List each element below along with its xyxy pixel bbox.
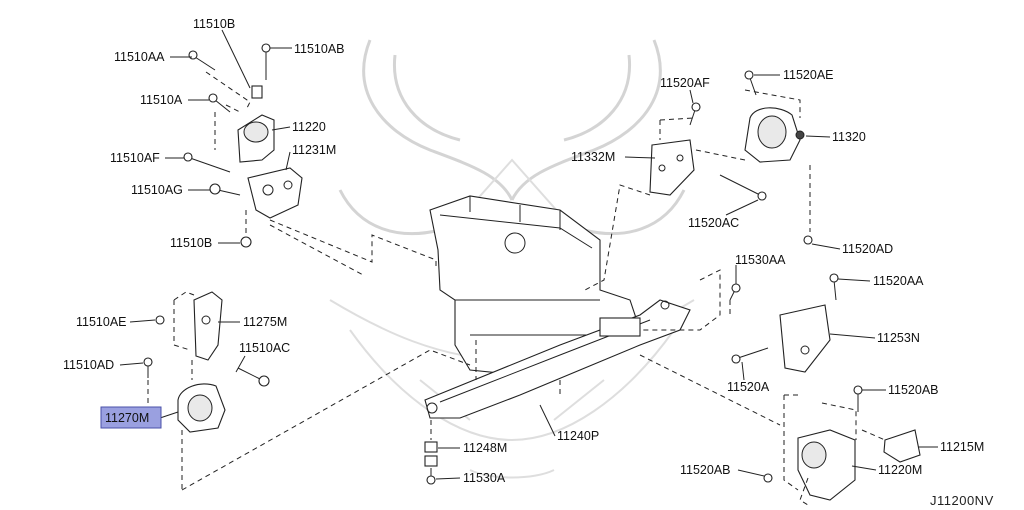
callout-11220[interactable]: 11220 [292, 120, 326, 134]
callout-11520AC[interactable]: 11520AC [688, 216, 739, 230]
callout-11253N[interactable]: 11253N [877, 331, 920, 345]
callout-11520AD[interactable]: 11520AD [842, 242, 893, 256]
center-bolts [424, 441, 438, 485]
bracket-11253N [729, 273, 839, 373]
mount-11320-assembly [649, 70, 813, 245]
callout-11320[interactable]: 11320 [832, 130, 866, 144]
callout-11275M[interactable]: 11275M [243, 315, 287, 329]
assembly-dashed-lines [147, 71, 886, 506]
callout-labels: 11510B 11510AA 11510AB 11510A 11220 1123… [63, 17, 984, 485]
mount-11270M-assembly [143, 291, 270, 433]
diagram-reference-code: J11200NV [930, 493, 994, 508]
callout-11510AC[interactable]: 11510AC [239, 341, 290, 355]
engine-block [429, 195, 641, 376]
callout-11231M[interactable]: 11231M [292, 143, 336, 157]
callout-11520A[interactable]: 11520A [727, 380, 770, 394]
callout-11332M[interactable]: 11332M [571, 150, 615, 164]
callout-11220M[interactable]: 11220M [878, 463, 922, 477]
highlight-box-11270M [100, 406, 162, 429]
callout-11520AF[interactable]: 11520AF [660, 76, 710, 90]
callout-11215M[interactable]: 11215M [940, 440, 984, 454]
leader-lines [119, 29, 938, 480]
callout-11510B-bottom[interactable]: 11510B [170, 236, 212, 250]
callout-11520AB-right[interactable]: 11520AB [888, 383, 939, 397]
callout-11248M[interactable]: 11248M [463, 441, 507, 455]
callout-11240P[interactable]: 11240P [557, 429, 599, 443]
callout-11510AD[interactable]: 11510AD [63, 358, 114, 372]
callout-11520AA[interactable]: 11520AA [873, 274, 924, 288]
callout-11510B-top[interactable]: 11510B [193, 17, 235, 31]
callout-11270M[interactable]: 11270M [105, 411, 149, 425]
callout-11510AB[interactable]: 11510AB [294, 42, 345, 56]
callout-11520AB-bottom[interactable]: 11520AB [680, 463, 731, 477]
callout-11510AE[interactable]: 11510AE [76, 315, 127, 329]
crossmember-11240P [424, 299, 691, 419]
mount-11220-assembly [183, 43, 303, 248]
callout-11520AE[interactable]: 11520AE [783, 68, 834, 82]
callout-11530AA[interactable]: 11530AA [735, 253, 786, 267]
callout-11510AA[interactable]: 11510AA [114, 50, 165, 64]
callout-11510AF[interactable]: 11510AF [110, 151, 160, 165]
callout-11510AG[interactable]: 11510AG [131, 183, 183, 197]
callout-11510A[interactable]: 11510A [140, 93, 183, 107]
mount-11220M-assembly [763, 385, 921, 501]
callout-11530A[interactable]: 11530A [463, 471, 506, 485]
